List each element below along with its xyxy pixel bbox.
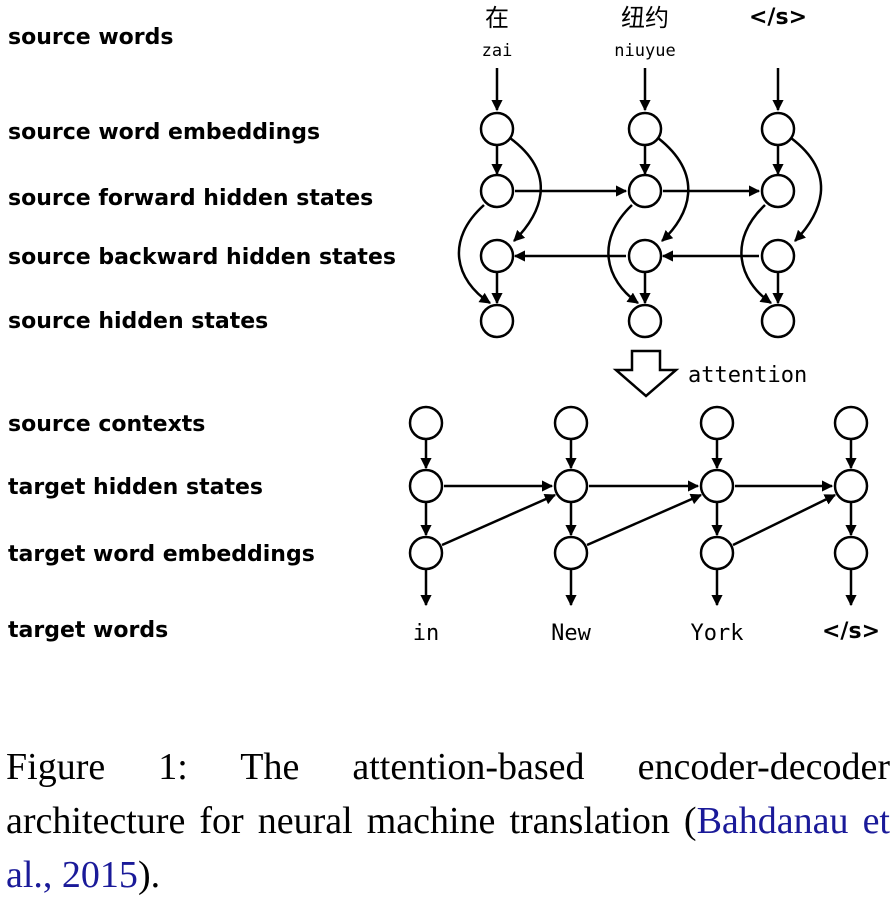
node-target-embedding: [699, 535, 735, 571]
figure-caption: Figure 1: The attention-based encoder-de…: [6, 740, 890, 902]
row-label-source-backward: source backward hidden states: [8, 245, 396, 270]
node-target-hidden: [833, 468, 869, 504]
source-token-zai-chinese: 在: [485, 4, 509, 32]
node-source-backward: [479, 238, 515, 274]
row-label-source-words: source words: [8, 25, 173, 50]
arrow-embedding-to-next-hidden: [441, 493, 557, 547]
target-token-eos: </s>: [822, 619, 880, 644]
node-source-context: [408, 405, 444, 441]
target-token-new: New: [551, 621, 591, 646]
node-source-embedding: [479, 111, 515, 147]
source-token-niuyue-pinyin: niuyue: [614, 41, 675, 61]
node-source-context: [699, 405, 735, 441]
node-source-backward: [760, 238, 796, 274]
caption-citation-link[interactable]: Bahdanau et al., 2015: [6, 800, 890, 896]
source-token-niuyue-chinese: 纽约: [621, 4, 669, 32]
node-source-context: [553, 405, 589, 441]
node-target-hidden: [699, 468, 735, 504]
row-label-source-contexts: source contexts: [8, 412, 205, 437]
node-source-context: [833, 405, 869, 441]
arrow-forward-to-hidden: [607, 204, 639, 305]
node-source-embedding: [627, 111, 663, 147]
encoder-decoder-diagram: source words source word embeddings sour…: [8, 4, 880, 646]
arrow-forward-to-hidden: [457, 204, 491, 305]
node-target-embedding: [553, 535, 589, 571]
target-token-in: in: [413, 621, 440, 646]
row-label-source-word-embeddings: source word embeddings: [8, 120, 320, 145]
node-source-forward: [760, 173, 796, 209]
node-source-forward: [627, 173, 663, 209]
arrow-embedding-to-backward: [509, 136, 542, 242]
node-target-embedding: [833, 535, 869, 571]
attention-label: attention: [688, 363, 807, 388]
source-token-eos: </s>: [749, 5, 807, 30]
caption-end: ).: [137, 854, 161, 896]
node-target-embedding: [408, 535, 444, 571]
arrow-embedding-to-next-hidden: [732, 493, 837, 547]
row-label-source-forward: source forward hidden states: [8, 186, 373, 211]
arrow-embedding-to-backward: [657, 137, 690, 242]
row-label-source-hidden: source hidden states: [8, 309, 268, 334]
node-target-hidden: [553, 468, 589, 504]
caption-text: Figure 1: The attention-based encoder-de…: [6, 746, 890, 842]
node-source-hidden: [627, 303, 663, 339]
source-token-zai-pinyin: zai: [482, 41, 513, 61]
row-label-target-word-embeddings: target word embeddings: [8, 542, 315, 567]
attention-arrow-icon: [612, 349, 680, 398]
row-label-target-words: target words: [8, 618, 168, 643]
node-target-hidden: [408, 468, 444, 504]
arrow-embedding-to-next-hidden: [586, 493, 703, 547]
node-source-forward: [479, 173, 515, 209]
target-token-york: York: [691, 621, 744, 646]
node-source-hidden: [479, 303, 515, 339]
row-label-target-hidden: target hidden states: [8, 475, 263, 500]
node-source-backward: [627, 238, 663, 274]
arrow-embedding-to-backward: [790, 137, 823, 242]
node-source-embedding: [760, 111, 796, 147]
node-source-hidden: [760, 303, 796, 339]
arrow-forward-to-hidden: [740, 204, 772, 305]
